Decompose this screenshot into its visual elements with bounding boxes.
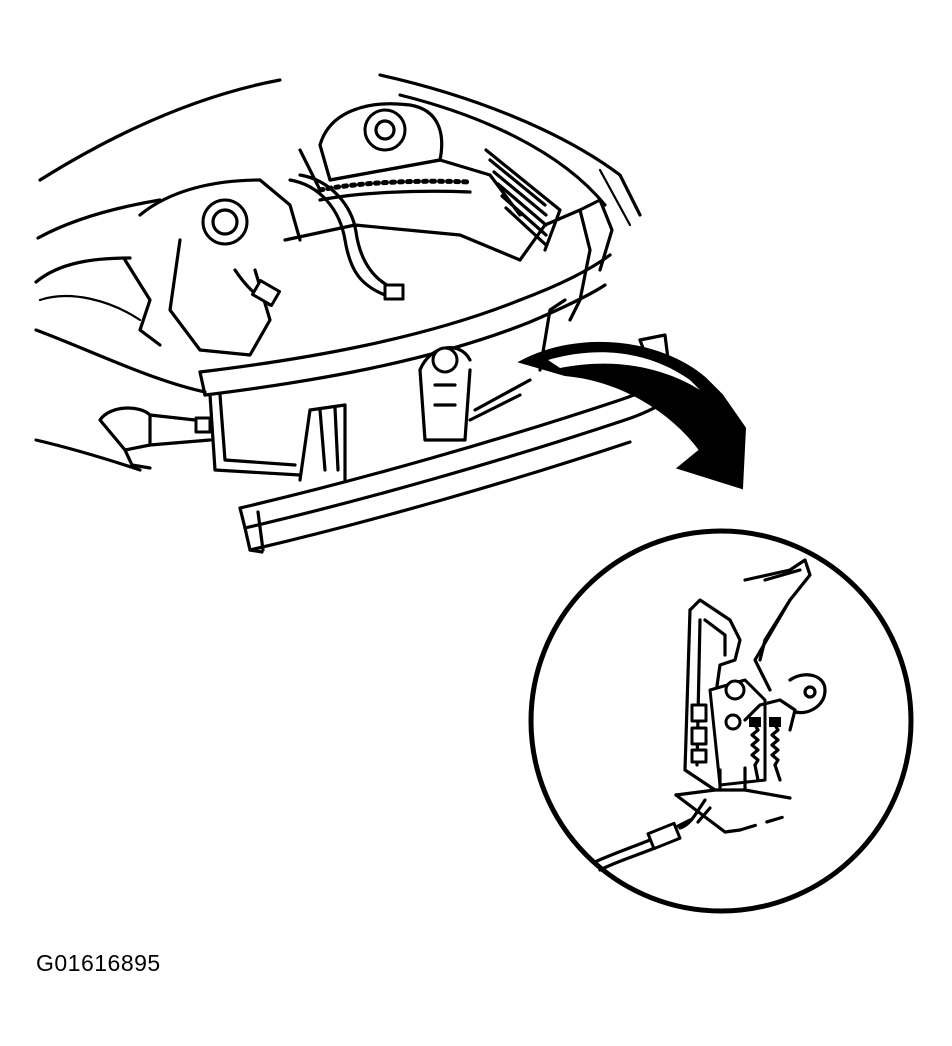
radiator-support (198, 198, 614, 482)
engine-bay-drawing (34, 73, 674, 554)
curved-arrow-icon (517, 341, 747, 490)
latch-springs (749, 717, 782, 782)
left-bumper-bracket (98, 406, 212, 470)
grille-slats (484, 148, 562, 252)
hood-latch-detail (593, 558, 827, 872)
figure-id-label: G01616895 (36, 950, 161, 976)
engine-components (123, 102, 562, 357)
hood-panel (38, 73, 642, 227)
release-cable (593, 798, 712, 872)
left-fender (34, 198, 207, 472)
